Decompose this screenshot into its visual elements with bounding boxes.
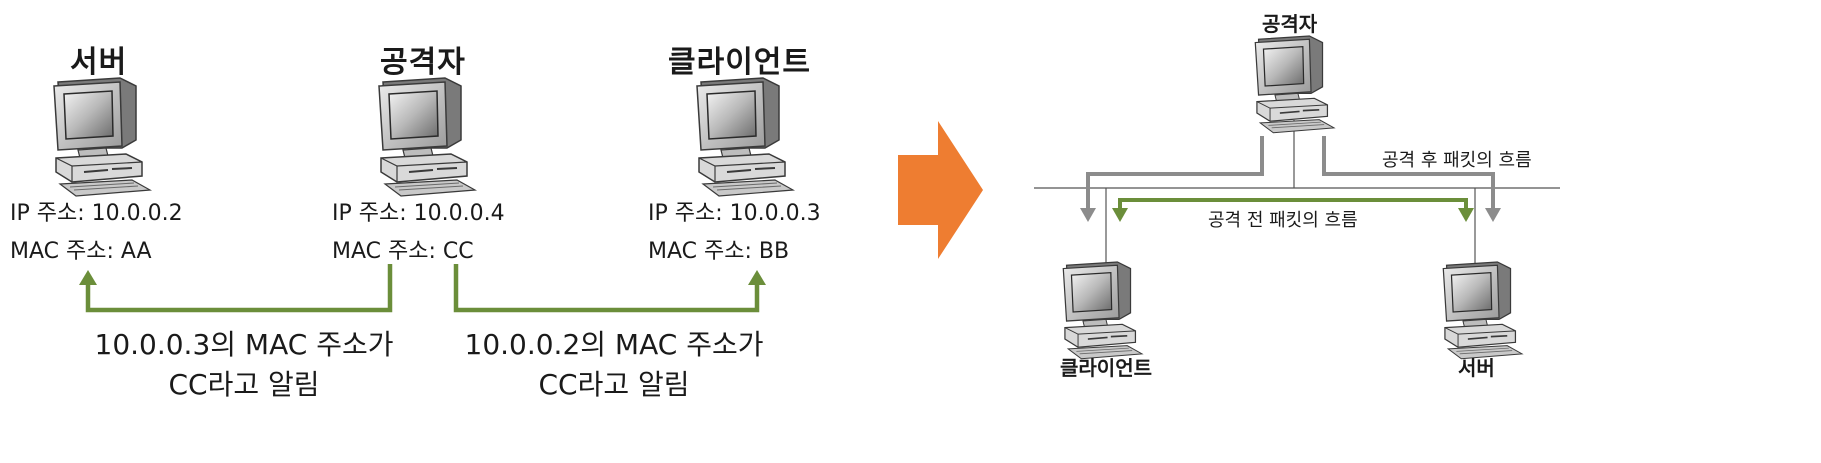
client-computer-icon: [696, 77, 794, 197]
client-info: IP 주소: 10.0.0.3 MAC 주소: BB: [648, 195, 821, 271]
attacker-computer-small-icon: [1254, 35, 1335, 134]
server-mac: MAC 주소: AA: [10, 239, 152, 264]
spoof-message-line1: 10.0.0.3의 MAC 주소가: [94, 328, 394, 361]
right-server-label: 서버: [1458, 356, 1495, 380]
arp-spoof-arrow-to-client: [453, 264, 766, 313]
attacker-title: 공격자: [380, 45, 466, 80]
before-attack-flow-label: 공격 전 패킷의 흐름: [1208, 210, 1358, 231]
after-attack-flow-arrows: [1080, 136, 1501, 222]
attacker-mac: MAC 주소: CC: [332, 239, 474, 264]
after-attack-flow-label: 공격 후 패킷의 흐름: [1382, 150, 1532, 171]
spoof-message-line1: 10.0.0.2의 MAC 주소가: [464, 328, 764, 361]
server-info: IP 주소: 10.0.0.2 MAC 주소: AA: [10, 195, 183, 271]
right-attacker-label: 공격자: [1262, 12, 1318, 36]
spoof-message-to-server: 10.0.0.3의 MAC 주소가 CC라고 알림: [94, 325, 394, 405]
right-client-label: 클라이언트: [1060, 356, 1152, 380]
spoof-message-line2: CC라고 알림: [168, 368, 320, 401]
orange-transition-arrow-icon: [898, 121, 983, 259]
attacker-info: IP 주소: 10.0.0.4 MAC 주소: CC: [332, 195, 505, 271]
spoof-message-line2: CC라고 알림: [538, 368, 690, 401]
client-computer-small-icon: [1062, 261, 1143, 360]
server-computer-small-icon: [1442, 261, 1523, 360]
arp-spoof-arrow-to-server: [79, 264, 393, 313]
server-title: 서버: [70, 45, 128, 80]
before-attack-flow-arrow: [1112, 198, 1474, 222]
client-title: 클라이언트: [668, 45, 811, 80]
spoof-message-to-client: 10.0.0.2의 MAC 주소가 CC라고 알림: [464, 325, 764, 405]
attacker-ip: IP 주소: 10.0.0.4: [332, 201, 505, 226]
attacker-computer-icon: [378, 77, 476, 197]
client-ip: IP 주소: 10.0.0.3: [648, 201, 821, 226]
server-ip: IP 주소: 10.0.0.2: [10, 201, 183, 226]
client-mac: MAC 주소: BB: [648, 239, 790, 264]
server-computer-icon: [53, 77, 151, 197]
